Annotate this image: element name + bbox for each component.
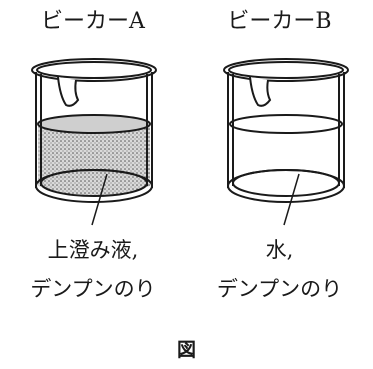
beaker-b <box>223 58 349 226</box>
beaker-a-contents-line2: デンプンのり <box>30 277 156 301</box>
beaker-b-contents-line1: 水, <box>265 238 294 262</box>
beaker-a <box>31 58 157 226</box>
beaker-b-liquid-surface <box>229 114 343 134</box>
beaker-b-liquid <box>230 124 342 196</box>
beaker-a-liquid <box>38 124 150 196</box>
beaker-a-liquid-surface <box>37 114 151 134</box>
beaker-a-pointer <box>91 173 108 226</box>
figure-label: 図 <box>176 339 196 361</box>
beaker-b-title: ビーカーB <box>227 9 332 34</box>
beaker-a-title: ビーカーA <box>41 9 145 34</box>
beaker-b-contents-line2: デンプンのり <box>216 277 343 301</box>
beaker-a-contents-line1: 上澄み液, <box>47 238 139 262</box>
beaker-b-pointer <box>283 173 300 226</box>
